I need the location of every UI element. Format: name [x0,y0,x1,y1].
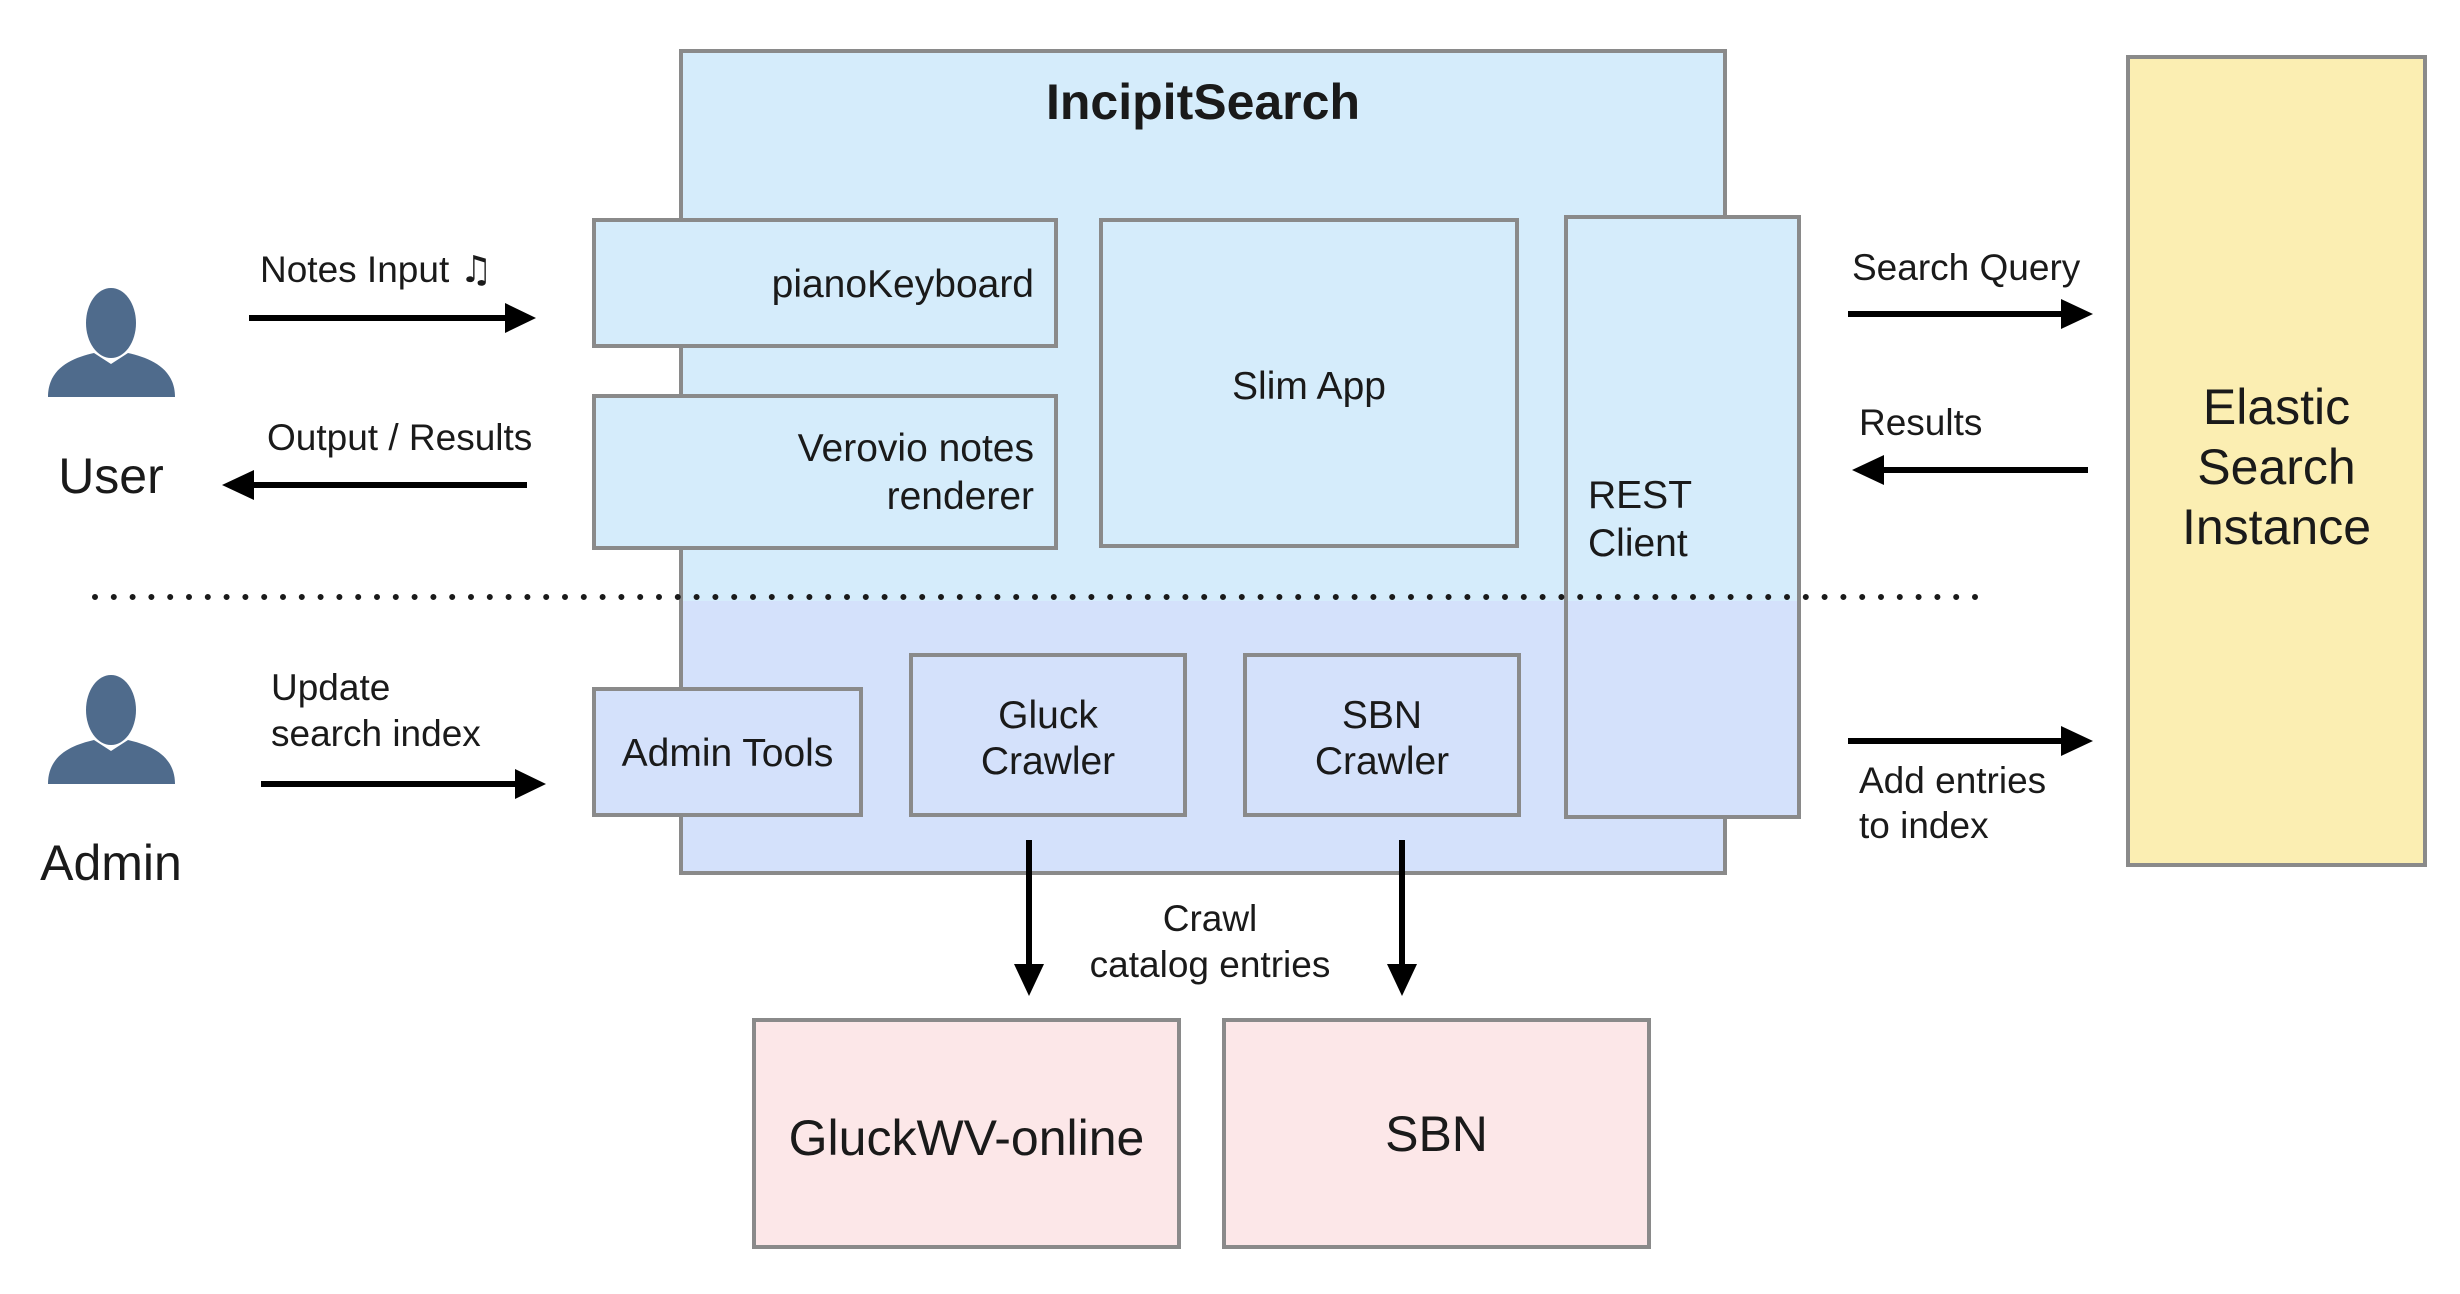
verovio-label-line1: Verovio notes [797,427,1034,470]
incipitsearch-title: IncipitSearch [1046,74,1360,130]
gluck-crawler-line2: Crawler [980,740,1116,783]
admin-tools-label: Admin Tools [621,732,834,775]
elastic-label-line2: Search [2197,439,2356,495]
output-results-arrow [222,470,527,500]
music-note-icon: ♫ [459,248,493,291]
search-query-label: Search Query [1852,247,2081,288]
crawl-label-line2: catalog entries [1089,944,1331,985]
add-entries-label-line2: to index [1859,805,1989,846]
admin-person-icon [48,675,175,784]
verovio-renderer-box: Verovio notes renderer [592,394,1058,550]
piano-keyboard-box: pianoKeyboard [592,218,1058,348]
update-index-arrow [261,769,546,799]
sbn-label: SBN [1385,1106,1488,1162]
verovio-label-line2: renderer [886,475,1034,518]
sbn-crawl-arrow [1387,840,1417,996]
sbn-crawler-line1: SBN [1341,694,1423,737]
user-person-icon [48,288,175,397]
gluck-crawler-box: Gluck Crawler [909,653,1187,817]
update-label-line1: Update [271,667,391,708]
gluckwv-online-label: GluckWV-online [788,1110,1145,1166]
notes-input-arrow [249,303,536,333]
sbn-crawler-box: SBN Crawler [1243,653,1521,817]
update-label-line2: search index [271,713,481,754]
add-entries-arrow [1848,726,2093,756]
notes-input-text: Notes Input [260,249,450,290]
piano-keyboard-label: pianoKeyboard [771,263,1034,306]
sbn-box: SBN [1222,1018,1651,1249]
search-query-arrow [1848,299,2093,329]
crawl-label-line1: Crawl [1162,898,1258,939]
elastic-search-box: Elastic Search Instance [2126,55,2427,867]
rest-label-line1: REST [1588,474,1693,517]
admin-label: Admin [40,835,182,891]
gluck-crawler-line1: Gluck [998,694,1098,737]
rest-client-box: REST Client [1564,215,1801,819]
rest-label-line2: Client [1588,522,1688,565]
admin-tools-box: Admin Tools [592,687,863,817]
elastic-label-line3: Instance [2181,499,2371,555]
notes-input-label: Notes Input ♫ [260,248,493,292]
slim-app-label: Slim App [1232,365,1386,408]
user-label: User [58,448,164,504]
add-entries-label-line1: Add entries [1859,760,2047,801]
elastic-label-line1: Elastic [2202,379,2351,435]
output-results-label: Output / Results [267,417,533,458]
results-arrow [1852,455,2088,485]
results-label: Results [1859,402,1983,443]
gluck-crawl-arrow [1014,840,1044,996]
slim-app-box: Slim App [1099,218,1519,548]
gluckwv-online-box: GluckWV-online [752,1018,1181,1249]
sbn-crawler-line2: Crawler [1314,740,1450,783]
